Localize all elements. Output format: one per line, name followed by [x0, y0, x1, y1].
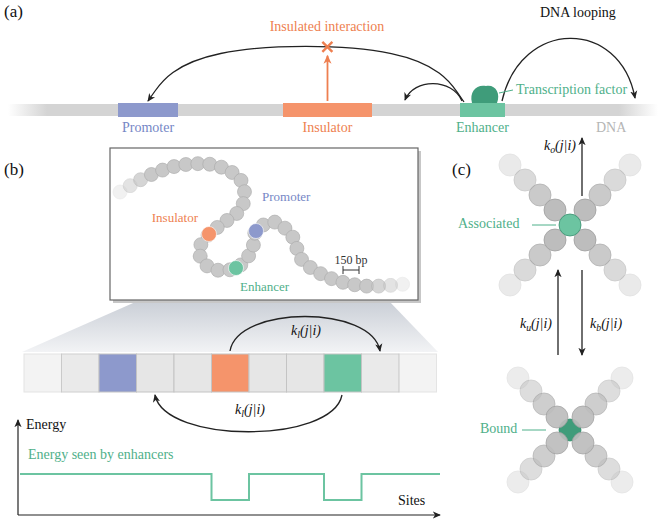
element-label: Promoter [262, 190, 310, 205]
scale-label: 150 bp [335, 254, 368, 268]
bead-shape [201, 226, 217, 242]
element-label: Promoter [122, 120, 174, 136]
annotation-label: Insulated interaction [270, 19, 385, 35]
scale-bar [343, 266, 359, 274]
axis-label: Energy [26, 417, 66, 433]
zoom-projection [22, 300, 438, 352]
panel-letter: (c) [452, 160, 471, 180]
connector-layer [148, 42, 464, 102]
insulation-arrow [327, 56, 329, 101]
axis [18, 514, 440, 515]
rate-label: kl(j|i) [291, 323, 321, 339]
site-cell [399, 354, 437, 392]
promoter-bead: Promoter [248, 223, 264, 239]
rate-label: ko(j|i) [544, 138, 576, 154]
site-cell [287, 354, 325, 392]
chromatin-bead [572, 406, 594, 428]
enhancer-bead [559, 214, 581, 236]
site-cell [24, 354, 62, 392]
panel-letter: (a) [4, 2, 23, 22]
rate-arrow [557, 270, 558, 355]
site-strip [24, 354, 437, 392]
site-cell [62, 354, 100, 392]
inset-frame [110, 148, 418, 300]
leader-line [522, 430, 546, 431]
axis-label: Sites [398, 493, 425, 509]
rate-label: ku(j|i) [520, 316, 552, 332]
chromatin-bead [546, 432, 568, 454]
dna-strand [8, 104, 658, 116]
bead-fill [202, 227, 217, 242]
chromatin-bead [396, 277, 410, 291]
site-cell [137, 354, 175, 392]
chromatin-bead [572, 432, 594, 454]
bead-chain [113, 157, 410, 293]
site-cell [249, 354, 287, 392]
bead-shape [228, 260, 244, 276]
axis [17, 420, 18, 515]
element-label: Enhancer [240, 280, 289, 295]
panel-letter: (b) [4, 160, 24, 180]
looping-arrow [148, 46, 464, 102]
annotation-label: DNA looping [540, 5, 616, 21]
enhancer-element: Enhancer [460, 103, 505, 117]
bead-fill [229, 261, 244, 276]
element-label: Insulator [152, 211, 198, 226]
energy-profile [20, 474, 440, 500]
rate-arrow [581, 138, 582, 196]
curve-label: Energy seen by enhancers [28, 447, 174, 463]
site-cell [174, 354, 212, 392]
site-cell [212, 354, 250, 392]
enhancer-bead: Enhancer [228, 260, 244, 276]
site-cell [324, 354, 362, 392]
state-label: Bound [480, 421, 517, 437]
insulator-element: Insulator [283, 103, 372, 117]
leader-line [532, 225, 556, 226]
element-label: Insulator [303, 120, 353, 136]
associated-cluster [499, 154, 641, 296]
bead-fill [249, 224, 264, 239]
bead-shape [248, 223, 264, 239]
hop-arrow [230, 317, 380, 352]
looping-arrow [502, 38, 635, 101]
bound-cluster [507, 367, 633, 493]
block-cross [322, 42, 332, 52]
promoter-element: Promoter [118, 103, 178, 117]
hop-arrow [155, 395, 342, 432]
rate-label: kl(j|i) [235, 402, 265, 418]
rate-label: kb(j|i) [590, 316, 622, 332]
site-cell [362, 354, 400, 392]
transcription-factor [471, 86, 498, 103]
strand-label: DNA [596, 120, 626, 136]
element-label: Enhancer [456, 120, 509, 136]
site-cell [99, 354, 137, 392]
state-label: Associated [458, 216, 519, 232]
annotation-label: Transcription factor [516, 82, 627, 98]
insulator-bead: Insulator [201, 226, 217, 242]
chromatin-bead [546, 406, 568, 428]
leader-line [499, 90, 513, 93]
rate-arrow [581, 270, 582, 355]
